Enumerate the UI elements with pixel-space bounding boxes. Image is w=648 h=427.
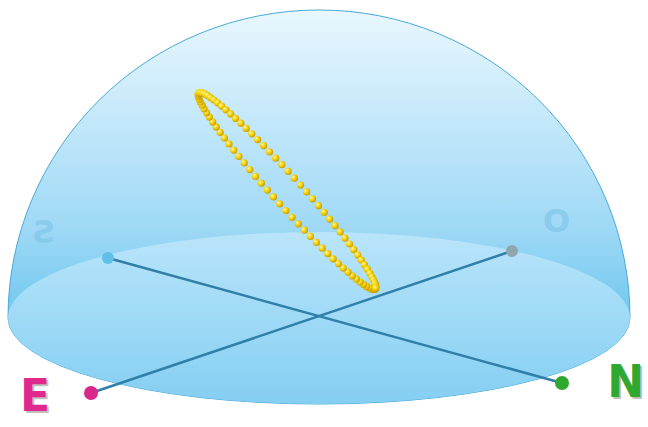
- path-dot: [297, 182, 304, 189]
- dome: [8, 10, 630, 404]
- path-dot: [332, 222, 339, 229]
- path-dot: [272, 155, 279, 162]
- path-dot: [341, 235, 348, 242]
- path-dot: [278, 161, 285, 168]
- path-dot: [270, 193, 277, 200]
- path-dot: [291, 175, 298, 182]
- path-dot: [301, 227, 308, 234]
- west-letter: O: [543, 205, 570, 237]
- path-dot: [237, 120, 244, 127]
- path-dot: [264, 187, 271, 194]
- east-point: [84, 386, 98, 400]
- path-dot: [295, 220, 302, 227]
- south-letter: S: [32, 216, 55, 248]
- path-dot: [248, 130, 255, 137]
- path-dot: [246, 166, 253, 173]
- path-dot: [303, 188, 310, 195]
- east-letter: E: [20, 374, 50, 418]
- path-dot: [307, 233, 314, 240]
- path-dot: [282, 207, 289, 214]
- path-dot: [321, 209, 328, 216]
- path-dot: [315, 202, 322, 209]
- path-dot: [260, 142, 267, 149]
- path-dot: [337, 228, 344, 235]
- path-dot: [289, 214, 296, 221]
- south-north-line: [108, 258, 562, 383]
- south-point: [102, 252, 114, 264]
- path-dot: [319, 245, 326, 252]
- path-dot: [330, 255, 337, 262]
- path-dot: [276, 200, 283, 207]
- north-letter: N: [607, 360, 644, 404]
- west-point: [506, 245, 518, 257]
- sun-path: [195, 89, 380, 293]
- path-dot: [258, 180, 265, 187]
- path-dot: [372, 285, 379, 292]
- path-dot: [225, 140, 232, 147]
- path-dot: [241, 159, 248, 166]
- path-dot: [285, 168, 292, 175]
- path-dot: [230, 147, 237, 154]
- path-dot: [254, 136, 261, 143]
- path-dot: [252, 173, 259, 180]
- path-dot: [313, 239, 320, 246]
- path-dot: [243, 125, 250, 132]
- path-dot: [326, 216, 333, 223]
- path-dot: [235, 153, 242, 160]
- path-dot: [324, 250, 331, 257]
- path-dot: [266, 148, 273, 155]
- east-west-line: [91, 251, 512, 393]
- path-dot: [309, 195, 316, 202]
- north-point: [555, 376, 569, 390]
- horizon-plane: [8, 232, 630, 404]
